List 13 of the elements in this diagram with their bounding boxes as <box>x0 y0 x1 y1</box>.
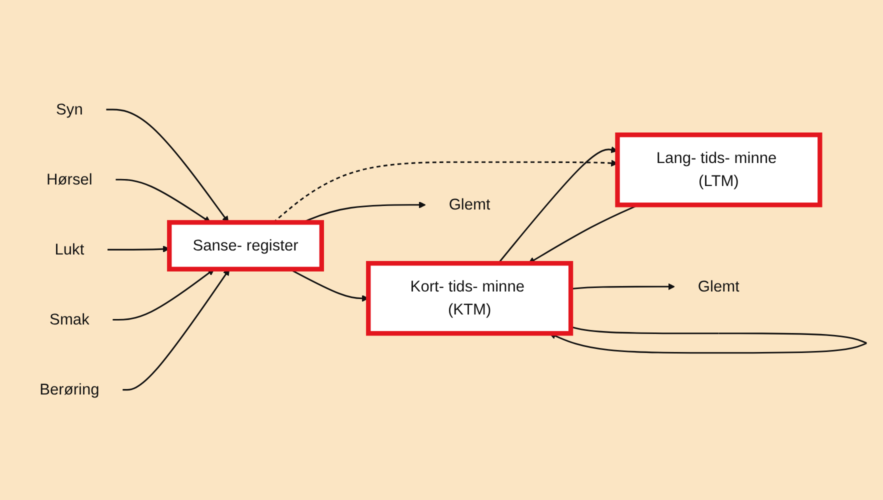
node-box: Lang- tids- minne (LTM) <box>615 132 822 208</box>
node-text: Lukt <box>54 241 84 259</box>
arrow <box>549 326 867 354</box>
node-text: Syn <box>56 101 83 118</box>
node-text: Glemt <box>448 196 490 214</box>
node-text: Berøring <box>40 382 100 399</box>
node-text: Glemt <box>698 278 740 296</box>
arrow <box>112 269 214 321</box>
node-box: Kort- tids- minne (KTM) <box>366 261 574 336</box>
node-text: Hørsel <box>46 171 92 188</box>
node-box: Sanse- register <box>167 220 324 272</box>
node-text: Smak <box>50 311 90 329</box>
arrow <box>122 269 230 391</box>
